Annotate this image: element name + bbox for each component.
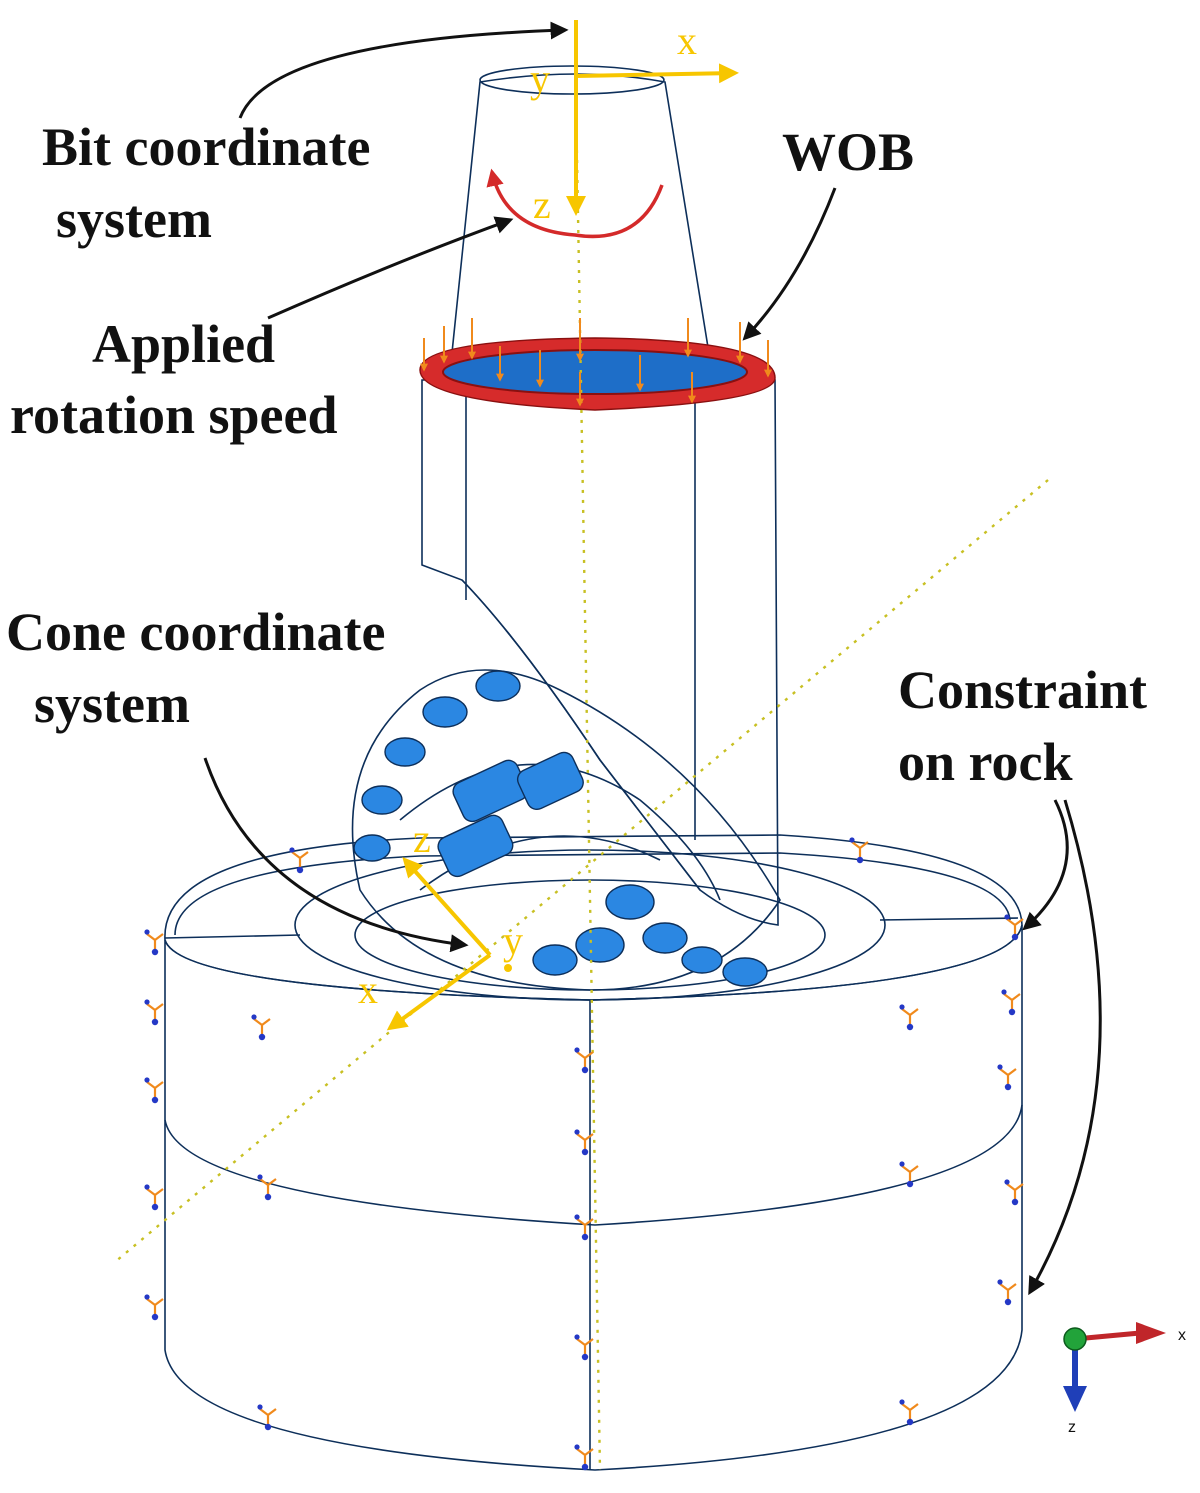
constraint-symbol xyxy=(899,1161,919,1188)
constraint-symbol xyxy=(144,1077,164,1104)
constraint-symbol xyxy=(899,1004,919,1031)
constraint-symbol xyxy=(144,1294,164,1321)
bit-z-label: z xyxy=(533,182,551,227)
bit-coordinate-axes xyxy=(566,20,739,216)
cone-origin-dot xyxy=(504,964,512,972)
cone-x-axis-arrow xyxy=(386,953,492,1031)
constraint-callout-arrow-bottom xyxy=(1028,799,1102,1296)
callout-arrows xyxy=(203,21,1102,1296)
constraint-symbol xyxy=(574,1444,594,1471)
bit-leg-edge xyxy=(461,579,701,891)
constraint-symbol xyxy=(574,1334,594,1361)
rock-top-chamfer xyxy=(174,852,1011,936)
dotted-axes xyxy=(114,99,1049,1471)
constraint-symbol xyxy=(574,1129,594,1156)
bit-shank-top xyxy=(479,65,665,95)
cone-inserts xyxy=(353,670,768,987)
bit-x-label: x xyxy=(677,18,697,63)
constraint-symbol xyxy=(257,1174,277,1201)
rock-top-seam xyxy=(879,917,1019,921)
rock-sample xyxy=(164,834,1023,1471)
rotation-speed-arrow xyxy=(486,168,664,239)
cone-z-axis-arrow xyxy=(402,857,492,957)
bit-cs-label-line1: Bit coordinate xyxy=(42,117,370,177)
constraint-symbol xyxy=(144,1184,164,1211)
triad-origin xyxy=(1063,1327,1087,1351)
cone-cs-label-line2: system xyxy=(34,674,190,734)
constraint-symbol xyxy=(144,999,164,1026)
constraint-symbol xyxy=(849,837,869,864)
wob-load-arrows xyxy=(420,318,772,407)
rock-layer-line xyxy=(164,1104,1023,1226)
triad-z-arrowhead xyxy=(1063,1386,1087,1412)
cone-cs-callout-arrow xyxy=(203,757,469,953)
constraint-symbol xyxy=(997,1064,1017,1091)
constraint-callout-arrow-top xyxy=(1022,799,1069,931)
applied-label-line1: Applied xyxy=(92,314,275,374)
bit-axis-dotted xyxy=(574,99,602,1471)
wob-label: WOB xyxy=(782,122,914,182)
bit-y-label: y xyxy=(530,56,550,101)
bit-x-axis-arrow xyxy=(575,63,739,84)
bit-shoulder-inner xyxy=(442,349,748,395)
cone-axis-dotted xyxy=(114,479,1049,1263)
constraint-symbol xyxy=(289,847,309,874)
cone-x-label: x xyxy=(358,967,378,1012)
rotation-callout-arrow xyxy=(267,216,514,320)
rock-side-surface xyxy=(164,924,1023,1471)
rock-constraint-symbols xyxy=(144,837,1024,1471)
constraint-symbol xyxy=(257,1404,277,1431)
cone-y-label: y xyxy=(503,918,523,963)
bit-cs-label-line2: system xyxy=(56,189,212,249)
triad-z-label: z xyxy=(1068,1419,1076,1436)
cone-body xyxy=(351,669,781,991)
constraint-symbol xyxy=(574,1047,594,1074)
cone-coordinate-axes xyxy=(386,857,492,1031)
constraint-symbol xyxy=(574,1214,594,1241)
constraint-label-line1: Constraint xyxy=(898,660,1147,720)
triad-x-label: x xyxy=(1178,1327,1186,1344)
constraint-symbol xyxy=(251,1014,271,1041)
constraint-symbol xyxy=(1001,989,1021,1016)
applied-label-line2: rotation speed xyxy=(10,385,338,445)
global-axis-triad: x z xyxy=(1063,1322,1186,1436)
constraint-symbol xyxy=(997,1279,1017,1306)
constraint-symbol xyxy=(1004,1179,1024,1206)
constraint-symbol xyxy=(1004,914,1024,941)
wob-callout-arrow xyxy=(742,187,837,341)
triad-x-arrowhead xyxy=(1136,1322,1166,1344)
bit-cs-callout-arrow xyxy=(238,21,569,119)
cone-z-label: z xyxy=(413,816,431,861)
constraint-label-line2: on rock xyxy=(898,732,1073,792)
constraint-symbol xyxy=(144,929,164,956)
cone-cutter xyxy=(351,669,781,991)
cone-cs-label-line1: Cone coordinate xyxy=(6,602,385,662)
constraint-symbol xyxy=(899,1399,919,1426)
rock-top-seam xyxy=(164,934,301,939)
